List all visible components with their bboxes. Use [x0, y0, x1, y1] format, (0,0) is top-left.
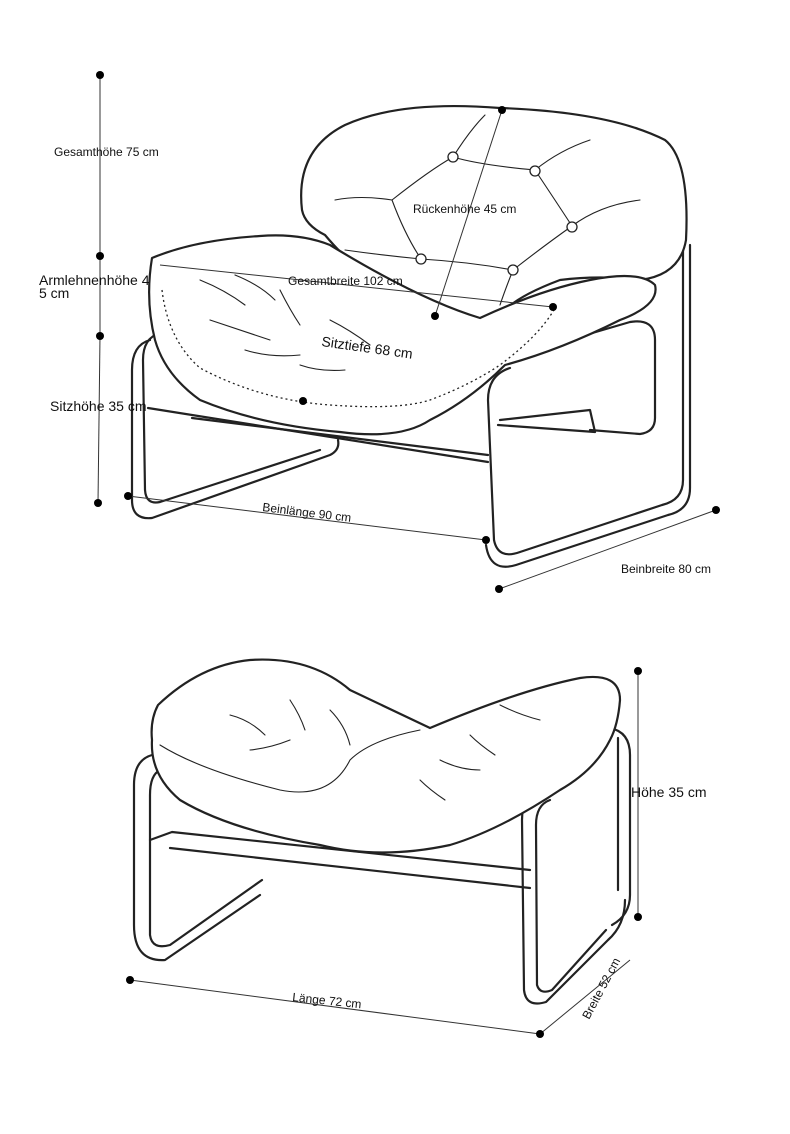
- dimension-dot: [96, 332, 104, 340]
- armchair-seat-piping: [161, 289, 556, 408]
- dimension-dot: [96, 252, 104, 260]
- ottoman-cushion: [150, 658, 622, 854]
- armchair-left-frame-inner: [141, 331, 322, 504]
- tuft-button: [415, 253, 427, 265]
- dimension-dot: [634, 913, 642, 921]
- dimension-dot: [96, 71, 104, 79]
- dimension-dot: [634, 667, 642, 675]
- armchair-dimension-dots: [94, 71, 720, 593]
- leg-width-label: Beinbreite 80 cm: [621, 562, 711, 576]
- tuft-button: [529, 165, 541, 177]
- armchair-dimension-lines: [97, 75, 717, 590]
- ottoman-left-frame-inner: [148, 768, 264, 948]
- leg-length-label: Beinlänge 90 cm: [262, 500, 352, 525]
- ottoman-drawing: Höhe 35 cm Länge 72 cm Breite 52 cm: [126, 658, 706, 1038]
- ottoman-right-frame-inner: [534, 798, 608, 993]
- tuft-button: [566, 221, 578, 233]
- tuft-button: [447, 151, 459, 163]
- dimension-dot: [495, 585, 503, 593]
- ottoman-dimension-lines: [129, 671, 639, 1035]
- dimension-dot: [126, 976, 134, 984]
- dimension-dot: [124, 492, 132, 500]
- total-width-label: Gesamtbreite 102 cm: [288, 274, 403, 288]
- armrest-height-label-line1: Armlehnenhöhe 4: [39, 272, 150, 288]
- armchair-seat-tufting: [199, 274, 371, 371]
- ottoman-cushion-tufting: [229, 699, 541, 801]
- dimension-dot: [482, 536, 490, 544]
- armchair-left-frame: [130, 338, 340, 520]
- ottoman-left-frame: [132, 753, 262, 962]
- armchair-front-crossbar: [146, 406, 490, 464]
- ottoman-front-crossbar-2: [168, 846, 532, 890]
- armchair-rear-right-frame-outer: [486, 213, 685, 556]
- ottoman-width-label: Breite 52 cm: [579, 955, 623, 1021]
- back-height-label: Rückenhöhe 45 cm: [413, 202, 516, 216]
- ottoman-height-label: Höhe 35 cm: [631, 784, 706, 800]
- seat-height-label: Sitzhöhe 35 cm: [50, 398, 147, 414]
- armchair-seat-cushion: [148, 234, 657, 436]
- ottoman-cushion-seam: [159, 729, 421, 793]
- dimension-dot: [94, 499, 102, 507]
- ottoman-length-label: Länge 72 cm: [292, 990, 362, 1011]
- ottoman-front-crossbar: [148, 830, 532, 872]
- dimension-dot: [431, 312, 439, 320]
- armchair-back-crossbar: [496, 408, 597, 434]
- total-height-label: Gesamthöhe 75 cm: [54, 145, 159, 159]
- armrest-height-label-line2: 5 cm: [39, 285, 69, 301]
- dimension-dot: [712, 506, 720, 514]
- dimension-dot: [498, 106, 506, 114]
- dimension-dot: [299, 397, 307, 405]
- armchair-rear-right-frame-inner: [484, 243, 692, 568]
- ottoman-rear-frame: [608, 726, 632, 927]
- tuft-button: [507, 264, 519, 276]
- armchair-rear-right-frame: [498, 320, 657, 436]
- armchair-front-crossbar-2: [190, 416, 490, 457]
- armchair-drawing: Gesamthöhe 75 cm Rückenhöhe 45 cm Armleh…: [39, 71, 720, 593]
- dimension-dot: [536, 1030, 544, 1038]
- dimension-dot: [549, 303, 557, 311]
